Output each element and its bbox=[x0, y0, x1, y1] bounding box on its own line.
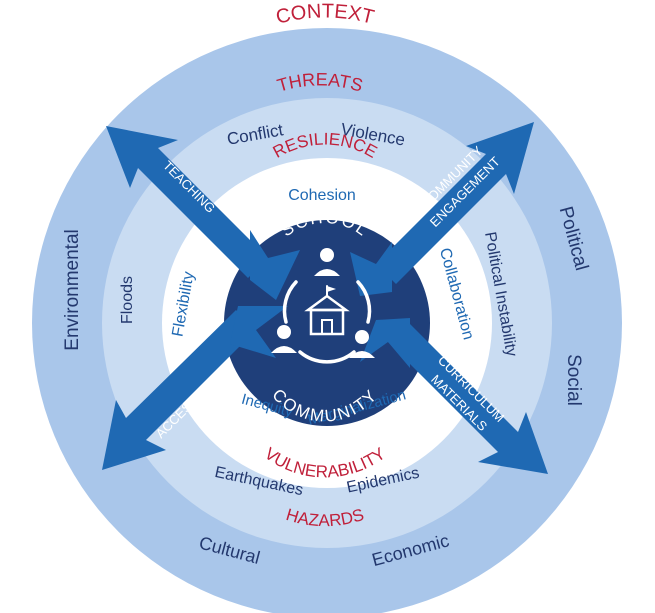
arrow-teaching bbox=[106, 126, 300, 300]
hazard-floods: Floods bbox=[119, 276, 136, 324]
arrow-access bbox=[102, 306, 288, 470]
resilience-cohesion: Cohesion bbox=[288, 187, 356, 204]
context-environmental: Environmental bbox=[62, 229, 83, 350]
context-title: CONTEXT bbox=[274, 0, 376, 28]
context-social: Social bbox=[563, 354, 584, 406]
school-community-icon bbox=[271, 248, 375, 364]
arrow-curriculum-materials bbox=[360, 318, 548, 474]
